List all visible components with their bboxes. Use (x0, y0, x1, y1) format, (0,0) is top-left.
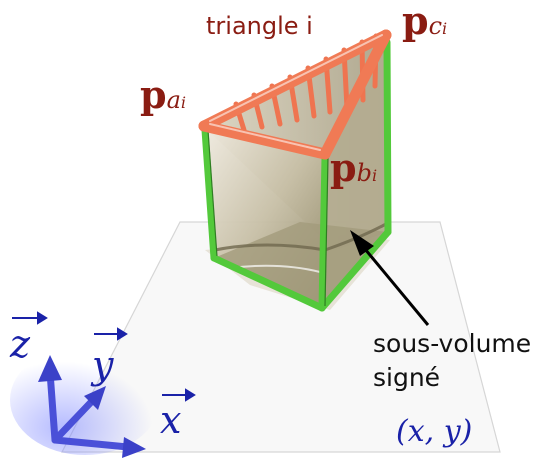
vertex-c-subsub: i (442, 19, 447, 38)
vertex-a-subsub: i (181, 93, 186, 112)
vertex-b-sub: b (357, 159, 372, 187)
vertex-a-main: p (140, 72, 167, 117)
y-axis-label: y (92, 343, 113, 387)
x-axis-label: x (160, 398, 181, 442)
vertex-b-label: pbi (330, 145, 377, 190)
vertex-c-main: p (402, 0, 429, 43)
triangle-label: triangle i (206, 12, 313, 40)
vertex-c-label: pci (402, 0, 447, 43)
z-axis-label: z (10, 322, 30, 366)
plane-label: (x, y) (396, 414, 472, 449)
vertex-b-main: p (330, 145, 357, 190)
annotation-line-2: signé (373, 362, 440, 394)
vertex-a-sub: a (167, 86, 181, 114)
axis-glow (10, 345, 160, 455)
annotation-line-1: sous-volume (373, 328, 531, 360)
vertex-a-label: pai (140, 72, 186, 117)
vertex-b-subsub: i (372, 166, 377, 185)
vertex-c-sub: c (429, 12, 442, 40)
